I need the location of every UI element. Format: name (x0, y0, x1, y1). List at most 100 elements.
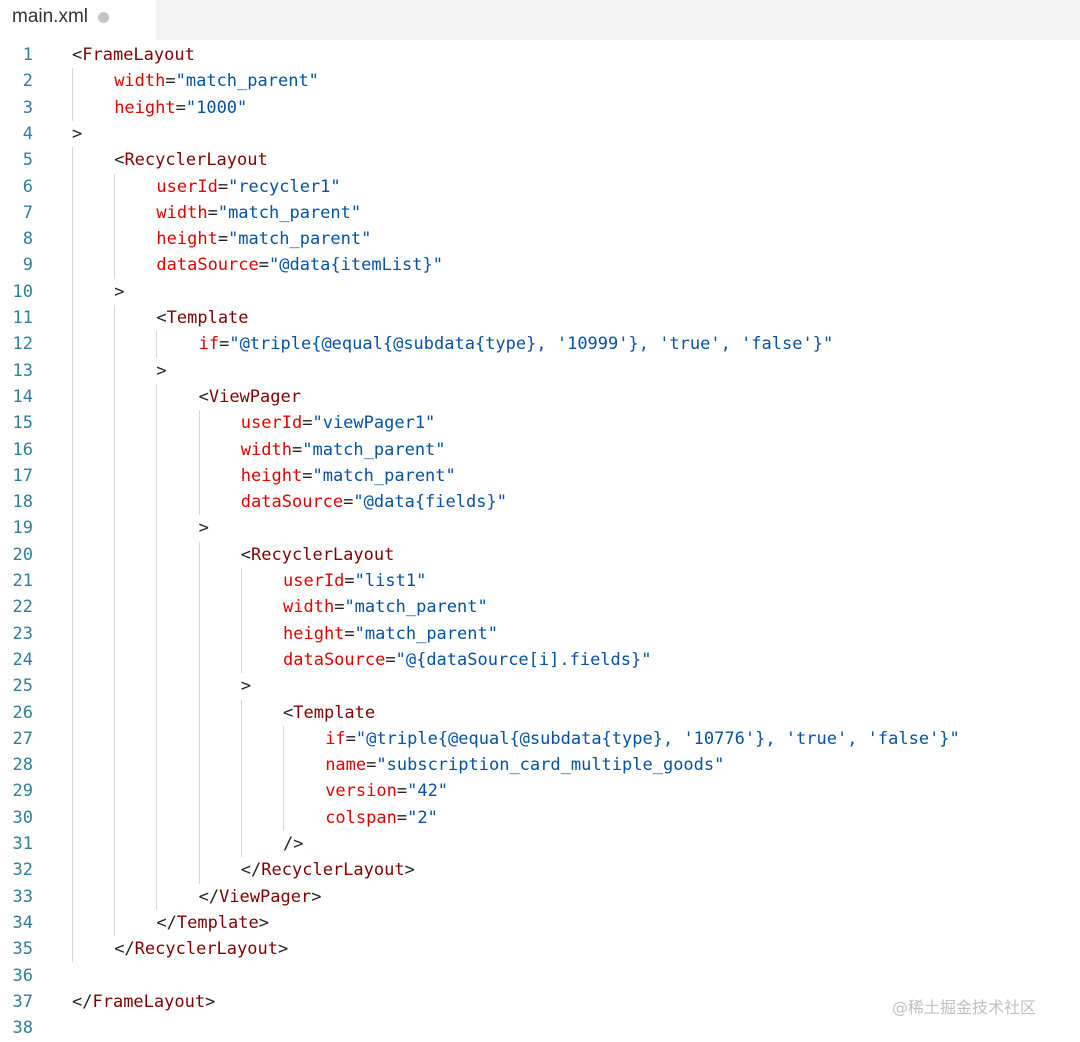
code-line[interactable]: 33</ViewPager> (0, 884, 1080, 910)
code-line[interactable]: 34</Template> (0, 910, 1080, 936)
code-token: > (156, 360, 167, 381)
code-text: userId="recycler1" (156, 174, 340, 200)
code-text: > (241, 673, 251, 699)
line-number: 18 (12, 492, 33, 513)
code-token: FrameLayout (92, 991, 206, 1012)
line-number: 14 (12, 386, 33, 407)
code-token: = (396, 807, 408, 828)
code-token: RecyclerLayout (134, 939, 278, 960)
indent-guide (114, 173, 116, 279)
code-token: "match_parent" (217, 202, 362, 223)
code-token: "recycler1" (228, 176, 341, 197)
code-line[interactable]: 4> (0, 121, 1080, 147)
code-token: < (240, 544, 252, 565)
code-token: if (198, 334, 220, 355)
code-text: height="1000" (114, 95, 247, 121)
code-text: > (156, 358, 166, 384)
code-token: < (114, 150, 125, 171)
code-token: "1000" (185, 97, 248, 118)
line-number: 38 (12, 1018, 33, 1039)
code-token: if (325, 728, 346, 749)
code-line[interactable]: 32</RecyclerLayout> (0, 857, 1080, 883)
code-text: width="match_parent" (156, 200, 361, 226)
line-number: 15 (12, 413, 33, 434)
line-number: 6 (22, 176, 33, 197)
code-token: height (283, 623, 345, 644)
code-line[interactable]: 20 <RecyclerLayout (0, 542, 1080, 568)
code-line[interactable]: 12 if="@triple{@equal{@subdata{type}, '10… (0, 331, 1080, 357)
file-tab[interactable]: main.xml (0, 0, 156, 40)
code-token: "match_parent" (312, 465, 456, 486)
code-line[interactable]: 38 (0, 1015, 1080, 1041)
code-token: = (165, 71, 176, 92)
code-line[interactable]: 5<RecyclerLayout (0, 147, 1080, 173)
code-token: "viewPager1" (312, 413, 436, 434)
code-line[interactable]: 14 <ViewPager (0, 384, 1080, 410)
line-number: 24 (12, 649, 33, 670)
code-line[interactable]: 36 (0, 963, 1080, 989)
line-number: 28 (12, 755, 33, 776)
code-line[interactable]: 25> (0, 673, 1080, 699)
code-line[interactable]: 19> (0, 515, 1080, 541)
code-token: Template (176, 912, 259, 933)
code-token: = (175, 97, 186, 118)
code-line[interactable]: 7 width="match_parent" (0, 200, 1080, 226)
code-token: = (291, 439, 303, 460)
code-text: colspan="2" (325, 805, 438, 831)
code-line[interactable]: 6 userId="recycler1" (0, 174, 1080, 200)
code-line[interactable]: 1<FrameLayout (0, 42, 1080, 68)
code-token: ViewPager (219, 886, 312, 907)
code-text: height="match_parent" (241, 463, 456, 489)
code-line[interactable]: 13> (0, 358, 1080, 384)
code-token: = (302, 465, 313, 486)
code-line[interactable]: 26<Template (0, 700, 1080, 726)
code-token: RecyclerLayout (251, 544, 395, 565)
code-token: "match_parent" (344, 597, 488, 618)
code-token: = (385, 649, 396, 670)
unsaved-dot-icon[interactable] (98, 12, 109, 23)
code-token: name (325, 755, 367, 776)
code-line[interactable]: 23 height="match_parent" (0, 621, 1080, 647)
code-token: RecyclerLayout (261, 860, 405, 881)
code-text: height="match_parent" (283, 621, 498, 647)
line-number: 5 (22, 150, 33, 171)
code-token: userId (283, 571, 345, 591)
code-line[interactable]: 37</FrameLayout> (0, 989, 1080, 1015)
line-number: 7 (22, 202, 33, 223)
code-text: dataSource="@data{itemList}" (156, 252, 443, 278)
code-text: <ViewPager (199, 384, 301, 410)
code-token: </ (114, 939, 135, 960)
code-token: "@data{itemList}" (269, 255, 443, 276)
line-number: 12 (12, 334, 33, 355)
code-line[interactable]: 35</RecyclerLayout> (0, 936, 1080, 962)
code-token: "2" (407, 807, 438, 828)
code-line[interactable]: 11<Template (0, 305, 1080, 331)
code-text: </Template> (156, 910, 269, 936)
line-number: 23 (12, 623, 33, 644)
code-line[interactable]: 10> (0, 279, 1080, 305)
code-text: if="@triple{@equal{@subdata{type}, '1099… (199, 331, 834, 357)
code-token: = (334, 597, 345, 618)
code-token: "@data{fields}" (353, 492, 507, 513)
line-number: 20 (12, 544, 33, 565)
code-text: </ViewPager> (199, 884, 322, 910)
indent-guide (72, 147, 73, 963)
code-token: < (283, 702, 294, 723)
code-line[interactable]: 31/> (0, 831, 1080, 857)
